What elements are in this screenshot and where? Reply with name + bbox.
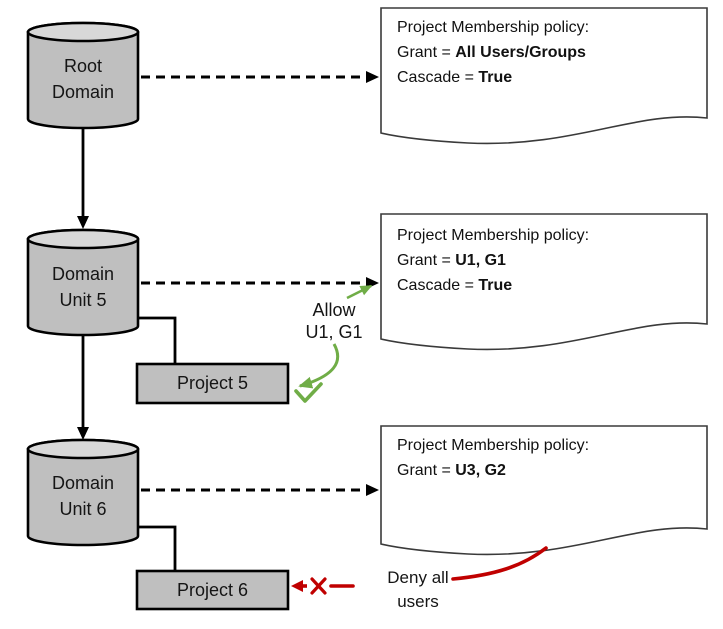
policy-3-grant-label: Grant =: [397, 462, 456, 479]
connector-du5-to-du6: [77, 335, 89, 440]
allow-arrow-to-policy: [346, 284, 373, 300]
deny-annotation-label: Deny all users: [387, 568, 449, 611]
policy-1-grant-label: Grant =: [397, 44, 456, 61]
policy-2-cascade-value: True: [478, 277, 513, 294]
dashed-arrow-root-to-policy1: [141, 71, 379, 83]
dashed-arrow-du5-to-policy2: [141, 277, 379, 289]
policy-2-grant-value: U1, G1: [455, 252, 506, 269]
root-domain-label: Root Domain: [51, 56, 115, 102]
deny-x-icon: [310, 577, 327, 595]
policy-1-title: Project Membership policy:: [397, 19, 590, 36]
policy-doc-3-text: Project Membership policy: Grant = U3, G…: [397, 433, 693, 483]
deny-arrow-to-project6: [291, 580, 355, 592]
policy-1-grant-value: All Users/Groups: [455, 44, 586, 61]
project-6-label: Project 6: [176, 579, 249, 600]
allow-arrow-to-project5: [298, 343, 340, 389]
project-6-box: [135, 569, 290, 611]
project-5-box: [135, 362, 290, 405]
connector-du6-to-project6: [138, 525, 177, 571]
domain-unit-6-label: Domain Unit 6: [51, 473, 115, 519]
policy-doc-2-text: Project Membership policy: Grant = U1, G…: [397, 223, 693, 298]
domain-unit-5-label: Domain Unit 5: [51, 264, 115, 310]
policy-doc-2: [380, 213, 708, 351]
connector-root-to-du5: [77, 128, 89, 229]
domain-unit-5-cylinder: [26, 228, 140, 337]
policy-2-title: Project Membership policy:: [397, 227, 590, 244]
policy-1-grant-line: Grant = All Users/Groups: [397, 40, 693, 65]
policy-2-grant-label: Grant =: [397, 252, 456, 269]
policy-doc-3: [380, 425, 708, 556]
policy-2-grant-line: Grant = U1, G1: [397, 248, 693, 273]
policy-1-cascade-value: True: [478, 69, 513, 86]
deny-curve-from-policy: [451, 546, 548, 581]
policy-1-cascade-line: Cascade = True: [397, 65, 693, 90]
policy-doc-1-text: Project Membership policy: Grant = All U…: [397, 15, 693, 90]
policy-doc-1: [380, 7, 708, 145]
allow-annotation-label: Allow U1, G1: [305, 300, 363, 342]
policy-3-grant-value: U3, G2: [455, 462, 506, 479]
policy-1-cascade-label: Cascade =: [397, 69, 479, 86]
project-5-label: Project 5: [176, 373, 249, 393]
policy-2-cascade-label: Cascade =: [397, 277, 479, 294]
dashed-arrow-du6-to-policy3: [141, 484, 379, 496]
policy-3-title: Project Membership policy:: [397, 437, 590, 454]
policy-3-grant-line: Grant = U3, G2: [397, 458, 693, 483]
policy-2-cascade-line: Cascade = True: [397, 273, 693, 298]
domain-unit-6-cylinder: [26, 438, 140, 547]
connector-du5-to-project5: [138, 316, 177, 364]
allow-checkmark-icon: [294, 382, 323, 403]
root-domain-cylinder: [26, 21, 140, 130]
